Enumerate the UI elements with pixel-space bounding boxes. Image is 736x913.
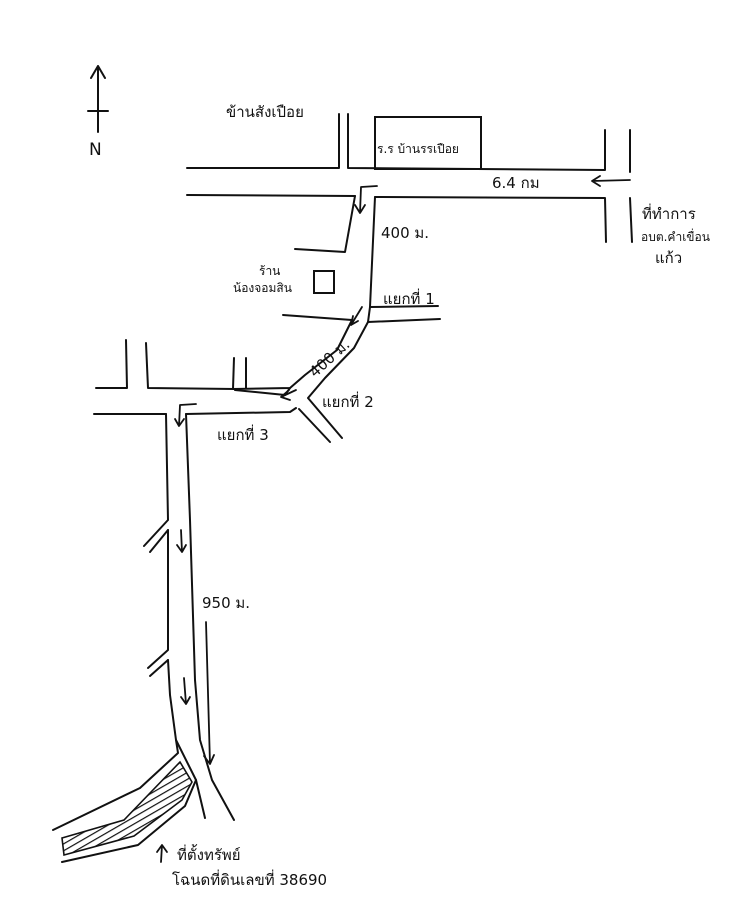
route-arrow-icon — [591, 175, 631, 187]
office-label-line3: แก้ว — [655, 249, 682, 267]
junction-2-label: แยกที่ 2 — [322, 391, 374, 411]
south-road — [143, 413, 235, 821]
shop-label-line1: ร้าน — [259, 264, 280, 278]
office-label-line1: ที่ทำการ — [642, 203, 696, 223]
distance-label-950: 950 ม. — [202, 594, 250, 612]
village-road-network — [186, 113, 633, 243]
route-arrow-icon — [203, 621, 215, 765]
route-arrow-icon — [280, 389, 297, 401]
plot-hatch-icon — [61, 760, 193, 857]
distance-label-road: 6.4 กม — [492, 174, 540, 192]
distance-label-400-north: 400 ม. — [381, 224, 429, 242]
plot-label-line1: ที่ตั้งทรัพย์ — [177, 844, 241, 864]
property-plot — [52, 739, 197, 863]
route-arrow-icon — [174, 403, 197, 427]
route-arrows — [156, 175, 631, 863]
route-arrow-icon — [350, 306, 363, 326]
village-label: ข้านสังเปือย — [226, 103, 304, 121]
route-arrow-icon — [180, 677, 191, 705]
school-building — [374, 116, 482, 170]
office-label-line2: อบต.คำเขื่อน — [641, 228, 710, 244]
junction-3-label: แยกที่ 3 — [217, 424, 269, 444]
junction-1-label: แยกที่ 1 — [383, 288, 435, 308]
route-arrow-icon — [176, 529, 187, 553]
route-arrow-icon — [354, 185, 378, 214]
north-arrow-icon — [87, 65, 109, 133]
route-arrow-icon — [156, 844, 168, 863]
shop-building — [313, 270, 335, 294]
shop-label-line2: น้องจอมสิน — [233, 281, 292, 295]
plot-label-line2: โฉนดที่ดินเลขที่ 38690 — [172, 869, 327, 889]
west-road-network — [93, 339, 297, 415]
north-label: N — [89, 140, 102, 160]
school-label: ร.ร บ้านรรเปือย — [377, 142, 459, 156]
